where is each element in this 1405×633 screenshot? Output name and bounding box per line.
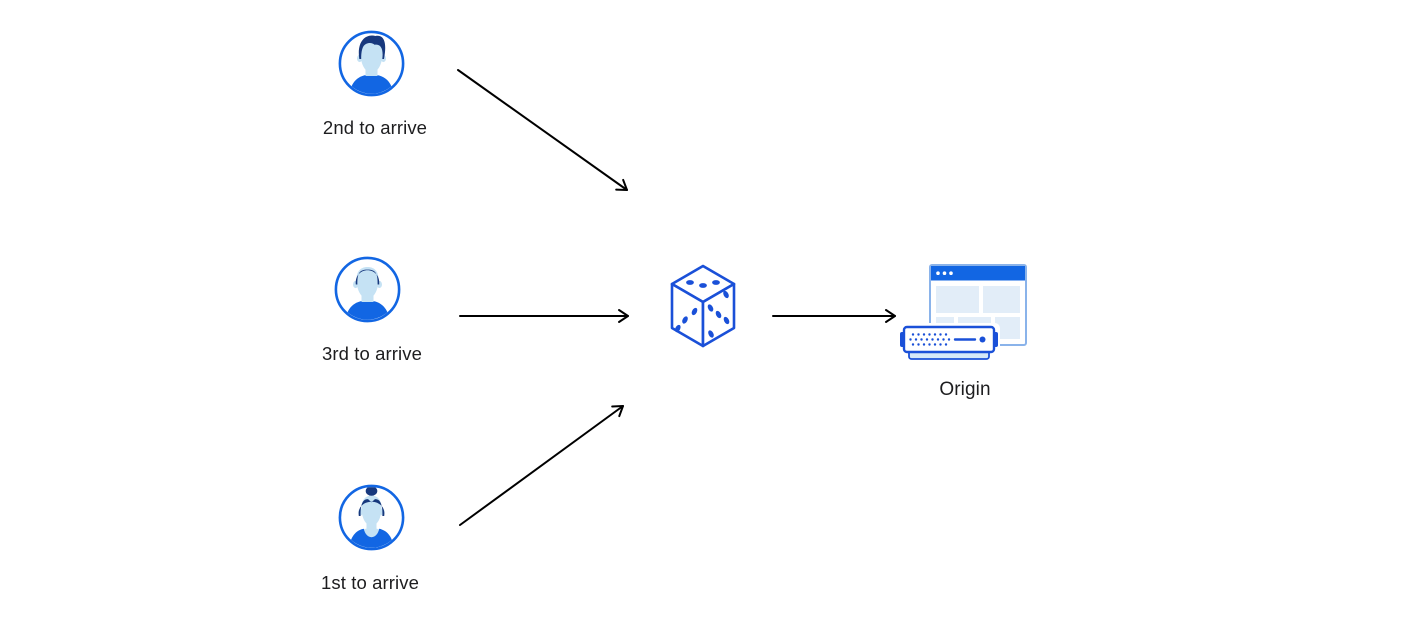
user-node-2nd — [338, 30, 405, 102]
origin-label: Origin — [939, 379, 991, 400]
origin-node — [898, 262, 1028, 372]
female-avatar-icon — [338, 484, 405, 551]
dice-node — [668, 264, 738, 353]
user-node-1st — [338, 484, 405, 556]
server-icon — [899, 323, 1000, 360]
male-avatar-icon — [338, 30, 405, 97]
origin-server-icon — [899, 264, 1027, 360]
user-node-3rd — [334, 256, 401, 328]
arrow-user2nd-to-dice — [457, 69, 628, 191]
arrow-user1st-to-dice — [459, 405, 624, 526]
user-label-3rd: 3rd to arrive — [321, 343, 423, 364]
user-label-2nd: 2nd to arrive — [322, 117, 428, 138]
user-label-1st: 1st to arrive — [321, 572, 419, 593]
male-avatar-icon — [334, 256, 401, 323]
dice-icon — [670, 264, 736, 348]
